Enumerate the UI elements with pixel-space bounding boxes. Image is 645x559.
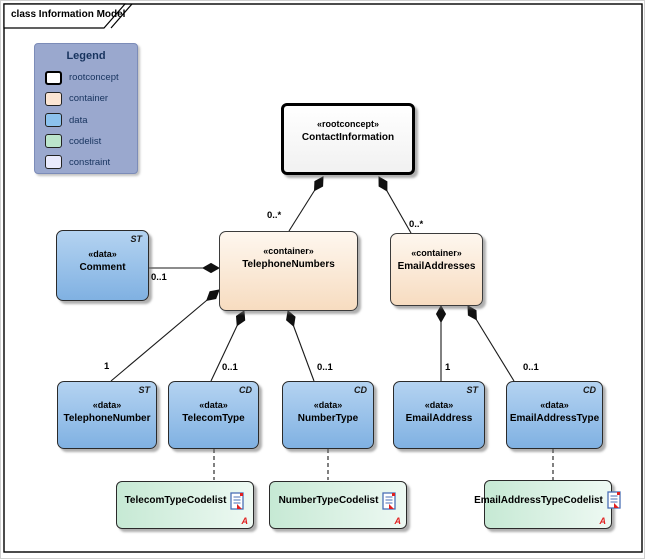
- node-name: NumberTypeCodelist: [278, 495, 379, 506]
- stereotype-label: «data»: [199, 400, 228, 410]
- multiplicity-label: 0..1: [222, 362, 238, 373]
- node-name: TelephoneNumbers: [242, 259, 335, 270]
- frame-title: class Information Model: [11, 9, 126, 20]
- node-name: EmailAddressType: [509, 413, 600, 424]
- legend-item-rootconcept: rootconcept: [35, 67, 137, 88]
- multiplicity-label: 0..*: [409, 219, 424, 230]
- node-comment[interactable]: ST «data» Comment: [56, 230, 149, 301]
- node-contactinformation[interactable]: «rootconcept» ContactInformation: [281, 103, 415, 175]
- node-telecomtype[interactable]: CD «data» TelecomType: [168, 381, 259, 449]
- legend-label: data: [69, 114, 88, 126]
- node-emailaddresses[interactable]: «container» EmailAddresses: [390, 233, 483, 306]
- composition-diamond: [286, 310, 296, 327]
- node-emailaddresstypecodelist[interactable]: EmailAddressTypeCodelist A: [474, 480, 621, 529]
- abstract-badge: A: [394, 516, 402, 526]
- stereotype-label: «data»: [424, 400, 454, 410]
- legend-item-container: container: [35, 88, 137, 109]
- legend-swatch-data: [45, 113, 62, 127]
- stereotype-label: «rootconcept»: [316, 119, 379, 129]
- stereotype-label: «container»: [411, 248, 462, 258]
- st-marker: ST: [466, 385, 478, 395]
- node-telephonenumber[interactable]: ST «data» TelephoneNumber: [57, 381, 157, 449]
- node-telephonenumbers[interactable]: «container» TelephoneNumbers: [219, 231, 358, 311]
- node-name: EmailAddressTypeCodelist: [474, 494, 603, 506]
- legend-label: codelist: [69, 135, 102, 147]
- node-name: Comment: [79, 262, 126, 273]
- stereotype-label: «data»: [92, 400, 122, 410]
- node-name: EmailAddresses: [397, 261, 476, 272]
- cd-marker: CD: [354, 385, 367, 395]
- multiplicity-label: 1: [104, 361, 110, 372]
- node-emailaddress[interactable]: ST «data» EmailAddress: [393, 381, 485, 449]
- node-telecomtypecodelist[interactable]: TelecomTypeCodelist A: [116, 481, 254, 529]
- composition-diamond: [206, 289, 220, 301]
- frame-tab: [3, 3, 127, 29]
- composition-diamond: [435, 304, 447, 324]
- abstract-badge: A: [599, 516, 607, 526]
- st-marker: ST: [138, 385, 150, 395]
- legend-swatch-codelist: [45, 134, 62, 149]
- composition-diamond: [313, 176, 324, 192]
- legend-item-constraint: constraint: [35, 152, 137, 173]
- legend-label: constraint: [69, 156, 111, 168]
- node-name: EmailAddress: [405, 413, 473, 424]
- legend-item-data: data: [35, 109, 137, 130]
- edge-telephonenumbers-telephonenumber: [110, 289, 220, 382]
- multiplicity-label: 0..1: [523, 362, 539, 373]
- stereotype-label: «data»: [540, 400, 569, 410]
- multiplicity-label: 1: [445, 362, 451, 373]
- document-icon: [382, 491, 397, 510]
- legend-swatch-rootconcept: [45, 70, 62, 85]
- abstract-badge: A: [241, 516, 249, 526]
- node-name: TelecomTypeCodelist: [124, 495, 227, 506]
- legend-title: Legend: [66, 50, 106, 62]
- composition-diamond: [235, 310, 246, 327]
- node-emailaddresstype[interactable]: CD «data» EmailAddressType: [506, 381, 603, 449]
- cd-marker: CD: [239, 385, 252, 395]
- node-name: TelecomType: [182, 413, 245, 424]
- document-icon: [607, 491, 621, 509]
- stereotype-label: «data»: [88, 249, 117, 259]
- legend-swatch-constraint: [45, 155, 62, 170]
- legend-swatch-container: [45, 91, 62, 106]
- legend: Legend rootconcept container data codeli…: [34, 43, 138, 174]
- composition-diamond: [378, 176, 388, 192]
- multiplicity-label: 0..1: [151, 272, 167, 283]
- node-name: ContactInformation: [301, 132, 395, 143]
- multiplicity-label: 0..*: [267, 210, 282, 221]
- legend-item-codelist: codelist: [35, 131, 137, 152]
- legend-label: rootconcept: [69, 72, 119, 84]
- node-numbertypecodelist[interactable]: NumberTypeCodelist A: [269, 481, 407, 529]
- composition-diamond: [467, 305, 477, 321]
- multiplicity-label: 0..1: [317, 362, 333, 373]
- composition-diamond: [201, 262, 221, 274]
- legend-label: container: [69, 93, 109, 105]
- cd-marker: CD: [583, 385, 596, 395]
- st-marker: ST: [130, 234, 142, 244]
- frame-tab-accent: [110, 3, 133, 29]
- diagram-frame: [3, 3, 643, 553]
- stereotype-label: «data»: [313, 400, 343, 410]
- node-name: NumberType: [297, 413, 359, 424]
- stereotype-label: «container»: [263, 246, 314, 256]
- node-numbertype[interactable]: CD «data» NumberType: [282, 381, 374, 449]
- document-icon: [230, 491, 245, 510]
- node-name: TelephoneNumber: [63, 413, 151, 424]
